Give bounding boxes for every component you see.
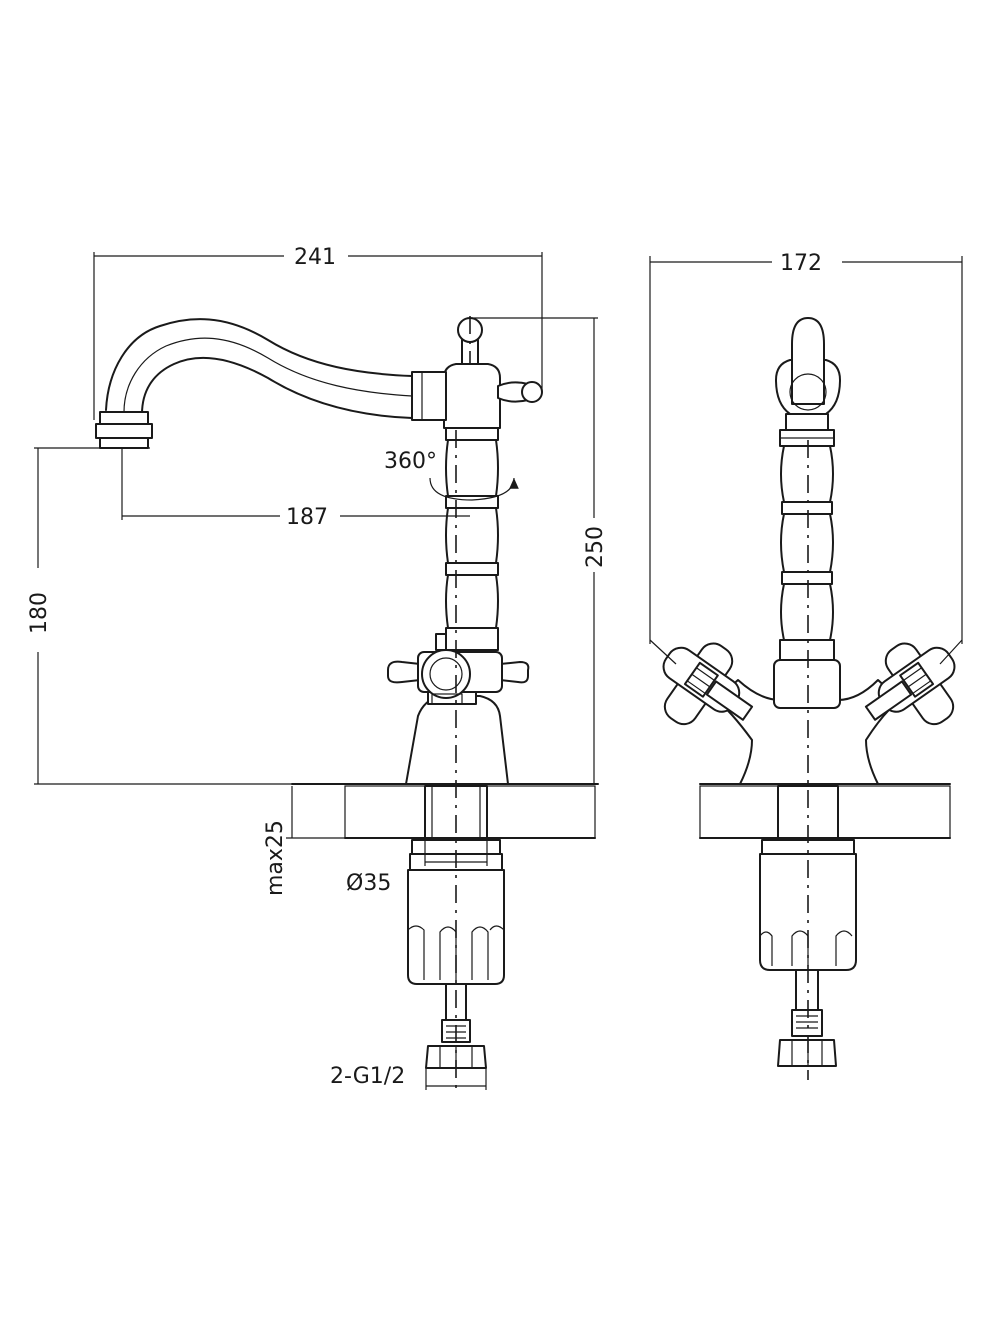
- cross-handle-left-front: [662, 642, 754, 726]
- dim-label-diameter-35: Ø35: [346, 871, 391, 896]
- rotation-label: 360°: [384, 449, 437, 474]
- dimension-172: 172: [649, 251, 963, 665]
- dimension-diameter-35: Ø35: [346, 838, 488, 896]
- front-view: 172: [649, 251, 963, 1080]
- dimension-180: 180: [27, 447, 292, 785]
- supply-hoses-front: [777, 969, 837, 1067]
- rotation-arrow: 360°: [384, 449, 519, 501]
- dimension-250: 250: [470, 317, 608, 784]
- supply-hoses-side: [425, 983, 487, 1069]
- dimension-max25: max25: [263, 786, 345, 896]
- dimension-241: 241: [93, 245, 543, 420]
- dim-label-187: 187: [286, 505, 328, 530]
- dim-label-250: 250: [583, 526, 608, 568]
- side-view: 360° 241 187 180: [27, 245, 608, 1090]
- dimension-connection: 2-G1/2: [330, 1064, 487, 1090]
- dim-label-241: 241: [294, 245, 336, 270]
- cross-handle-side: [387, 633, 530, 705]
- spout-side: [95, 318, 413, 449]
- dim-label-172: 172: [780, 251, 822, 276]
- dimension-187: 187: [121, 448, 470, 530]
- countertop-front: [699, 783, 951, 839]
- dim-label-180: 180: [27, 592, 52, 634]
- column-front: [779, 413, 835, 661]
- cross-handle-right-front: [864, 642, 956, 726]
- dim-label-max25: max25: [263, 820, 288, 896]
- column-side: [411, 363, 501, 651]
- dim-label-connection: 2-G1/2: [330, 1064, 405, 1089]
- spout-front: [775, 317, 841, 415]
